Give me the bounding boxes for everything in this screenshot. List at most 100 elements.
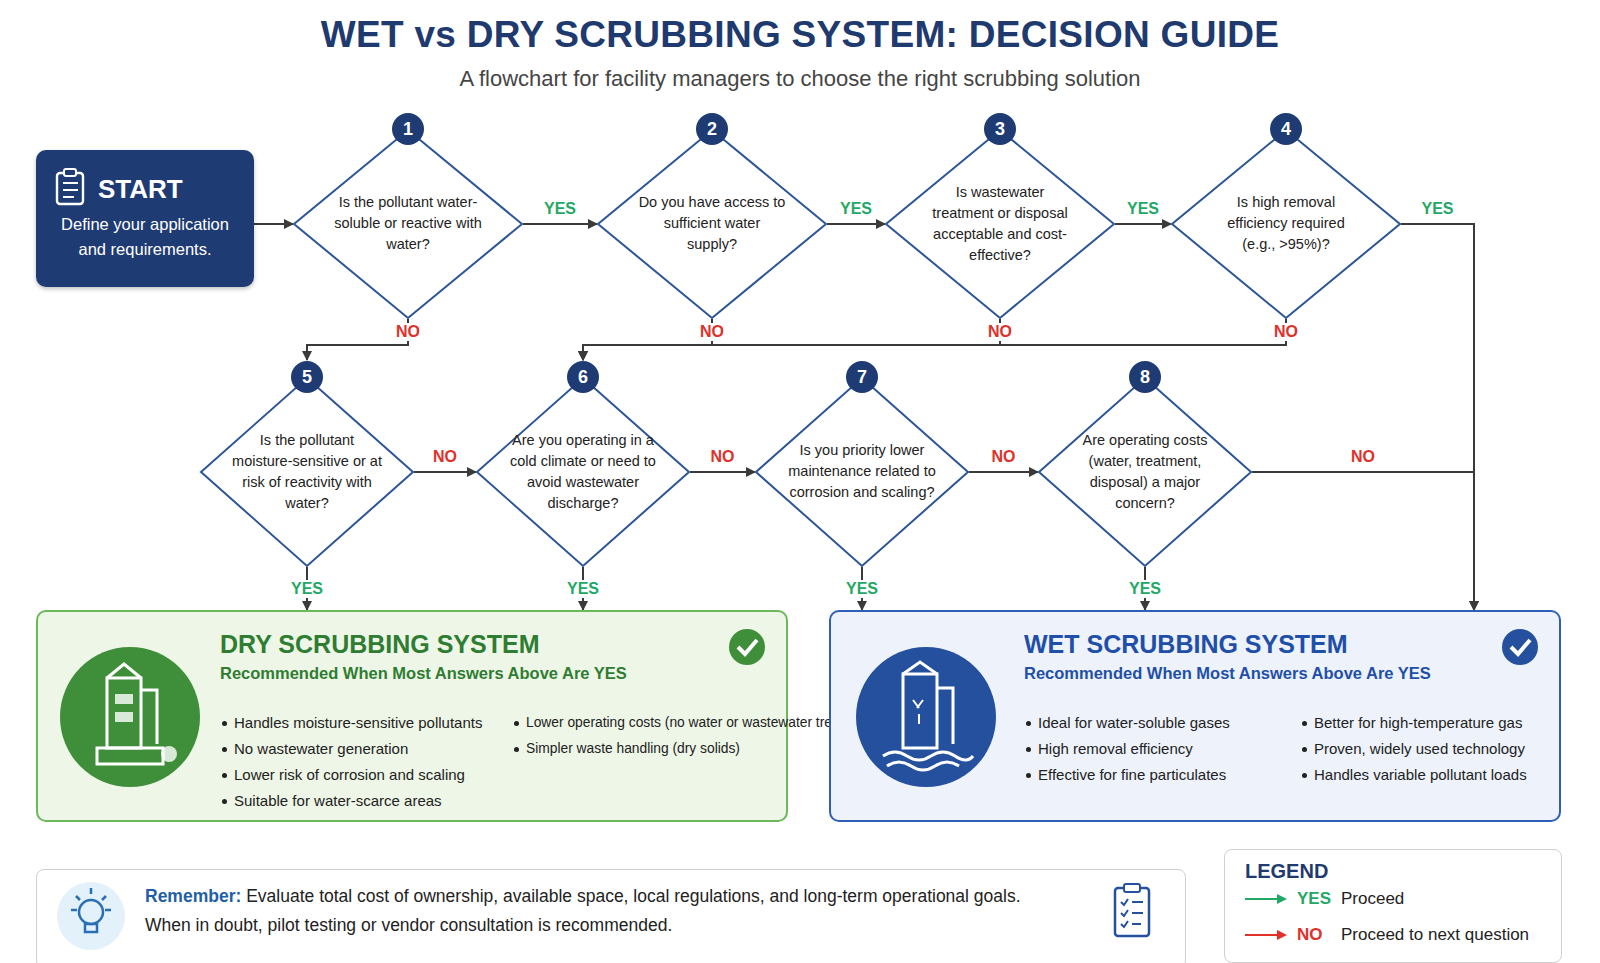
bullet-dot: [1302, 773, 1307, 778]
edge-label: YES: [564, 580, 602, 598]
edge-label: YES: [541, 200, 579, 218]
note-box: Remember: Evaluate total cost of ownersh…: [36, 869, 1186, 963]
step-number: 7: [846, 361, 878, 393]
bullet-item: Handles moisture-sensitive pollutants: [220, 710, 482, 736]
edge-label: NO: [1271, 323, 1301, 341]
bullet-dot: [1026, 773, 1031, 778]
edge-label: NO: [985, 323, 1015, 341]
dry-scrubber-icon: [57, 644, 203, 790]
bullet-dot: [222, 773, 227, 778]
decision-diamond: 3Is wastewater treatment or disposal acc…: [885, 129, 1115, 319]
box-heading: WET SCRUBBING SYSTEM: [1024, 630, 1348, 659]
edge-label: YES: [843, 580, 881, 598]
note-text: When in doubt, pilot testing or vendor c…: [145, 915, 672, 936]
edge-label: YES: [1126, 580, 1164, 598]
edge-label: NO: [393, 323, 423, 341]
decision-question: Are operating costs (water, treatment, d…: [1070, 430, 1220, 514]
step-number: 5: [291, 361, 323, 393]
bullet-column: Handles moisture-sensitive pollutantsNo …: [220, 710, 482, 814]
flow-connector: [414, 471, 476, 473]
start-box: STARTDefine your application and require…: [36, 150, 254, 287]
bullet-item: Simpler waste handling (dry solids): [512, 736, 879, 762]
bullet-dot: [1026, 721, 1031, 726]
recommendation-box: WET SCRUBBING SYSTEM Recommended When Mos…: [829, 610, 1561, 822]
bullet-dot: [222, 721, 227, 726]
edge-label: YES: [288, 580, 326, 598]
decision-diamond: 4Is high removal efficiency required (e.…: [1171, 129, 1401, 319]
legend-label: NO: [1297, 925, 1323, 945]
edge-label: YES: [837, 200, 875, 218]
bullet-item: Lower operating costs (no water or waste…: [512, 710, 879, 736]
edge-label: NO: [989, 448, 1019, 466]
start-body: Define your application and requirements…: [46, 212, 244, 262]
caption: A flowchart for facility managers to cho…: [0, 66, 1600, 92]
decision-diamond: 5Is the pollutant moisture-sensitive or …: [200, 377, 414, 567]
wet-scrubber-icon: [853, 644, 999, 790]
note-line: Remember: Evaluate total cost of ownersh…: [145, 886, 1021, 907]
edge-label: NO: [708, 448, 738, 466]
box-heading: DRY SCRUBBING SYSTEM: [220, 630, 539, 659]
checklist-icon: [1111, 882, 1155, 942]
bullet-item: Handles variable pollutant loads: [1300, 762, 1527, 788]
decision-question: Is high removal efficiency required (e.g…: [1211, 192, 1361, 255]
edge-label: YES: [1124, 200, 1162, 218]
decision-diamond: 7Is you priority lower maintenance relat…: [755, 377, 969, 567]
bullet-dot: [222, 747, 227, 752]
legend-label: YES: [1297, 889, 1331, 909]
flow-connector: [583, 319, 712, 360]
flow-connector: [690, 471, 755, 473]
lightbulb-icon: [55, 880, 127, 952]
box-subheading: Recommended When Most Answers Above Are …: [1024, 664, 1431, 683]
step-number: 2: [696, 113, 728, 145]
legend-text: Proceed to next question: [1341, 925, 1529, 945]
bullet-item: Ideal for water-soluble gases: [1024, 710, 1230, 736]
bullet-column: Lower operating costs (no water or waste…: [512, 710, 879, 762]
step-number: 6: [567, 361, 599, 393]
decision-question: Is wastewater treatment or disposal acce…: [925, 182, 1075, 266]
bullet-item: Effective for fine particulates: [1024, 762, 1230, 788]
bullet-dot: [1026, 747, 1031, 752]
note-text: Evaluate total cost of ownership, availa…: [246, 886, 1020, 906]
bullet-item: High removal efficiency: [1024, 736, 1230, 762]
step-number: 8: [1129, 361, 1161, 393]
decision-diamond: 8Are operating costs (water, treatment, …: [1038, 377, 1252, 567]
decision-question: Are you operating in a cold climate or n…: [508, 430, 658, 514]
bullet-item: Proven, widely used technology: [1300, 736, 1527, 762]
note-lead: Remember:: [145, 886, 241, 906]
decision-question: Is the pollutant moisture-sensitive or a…: [232, 430, 382, 514]
diamond-outline: [200, 377, 414, 567]
bullet-item: Lower risk of corrosion and scaling: [220, 762, 482, 788]
bullet-dot: [1302, 747, 1307, 752]
bullet-item: Suitable for water-scarce areas: [220, 788, 482, 814]
check-icon: [728, 628, 766, 666]
decision-diamond: 1Is the pollutant water-soluble or react…: [293, 129, 523, 319]
flow-connector: [1115, 223, 1171, 225]
decision-question: Is the pollutant water-soluble or reacti…: [333, 192, 483, 255]
bullet-dot: [222, 799, 227, 804]
decision-question: Is you priority lower maintenance relate…: [787, 440, 937, 503]
flow-connector: [523, 223, 597, 225]
edge-label: NO: [1348, 448, 1378, 466]
decision-diamond: 6Are you operating in a cold climate or …: [476, 377, 690, 567]
flow-connector: [969, 471, 1038, 473]
legend-label: LEGEND: [1245, 860, 1328, 883]
step-number: 4: [1270, 113, 1302, 145]
diamond-outline: [885, 129, 1115, 319]
box-subheading: Recommended When Most Answers Above Are …: [220, 664, 627, 683]
bullet-column: Better for high-temperature gasProven, w…: [1300, 710, 1527, 788]
step-number: 3: [984, 113, 1016, 145]
flow-connector: [827, 223, 885, 225]
bullet-column: Ideal for water-soluble gasesHigh remova…: [1024, 710, 1230, 788]
flow-connector: [254, 223, 293, 225]
diamond-outline: [476, 377, 690, 567]
legend-text: Proceed: [1341, 889, 1404, 909]
flow-connector: [583, 319, 1000, 360]
step-number: 1: [392, 113, 424, 145]
bullet-dot: [1302, 721, 1307, 726]
flow-connector: [1252, 472, 1474, 610]
decision-diamond: 2Do you have access to sufficient water …: [597, 129, 827, 319]
bullet-item: Better for high-temperature gas: [1300, 710, 1527, 736]
flow-connector: [583, 319, 1286, 360]
